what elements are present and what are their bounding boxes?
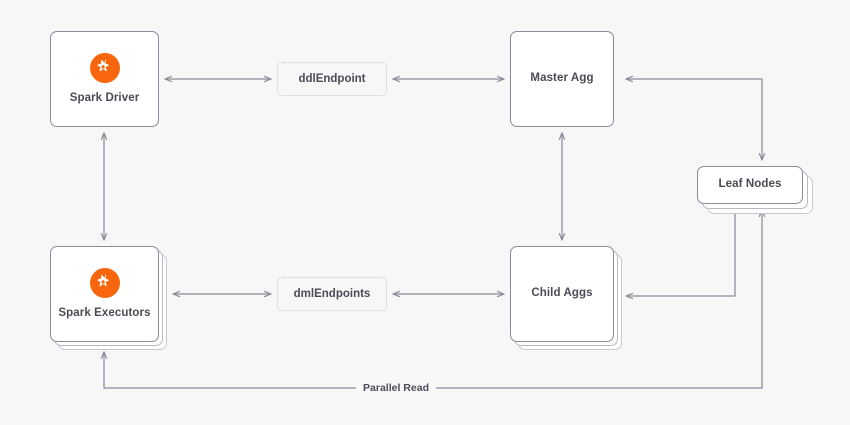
endpoint-dml-endpoints[interactable]: dmlEndpoints	[277, 277, 387, 311]
spark-logo-icon	[89, 267, 120, 298]
edge-parallel-read	[100, 295, 763, 389]
edge-label-parallel-read: Parallel Read	[356, 382, 436, 394]
node-label: Master Agg	[530, 72, 594, 85]
spark-logo-icon	[89, 52, 120, 83]
node-child-aggs[interactable]: Child Aggs	[510, 246, 614, 342]
edge-leaf-to-child	[625, 209, 736, 300]
node-master-agg[interactable]: Master Agg	[510, 31, 614, 127]
endpoint-label: dmlEndpoints	[293, 288, 371, 300]
endpoint-ddl-endpoint[interactable]: ddlEndpoint	[277, 62, 387, 96]
node-label: Spark Executors	[58, 306, 151, 319]
node-label: Leaf Nodes	[718, 178, 782, 191]
node-leaf-nodes[interactable]: Leaf Nodes	[697, 166, 803, 204]
endpoint-label: ddlEndpoint	[298, 73, 366, 85]
node-spark-driver[interactable]: Spark Driver	[50, 31, 159, 127]
node-label: Child Aggs	[531, 287, 593, 300]
node-spark-executors[interactable]: Spark Executors	[50, 246, 159, 342]
node-label: Spark Driver	[69, 91, 140, 104]
